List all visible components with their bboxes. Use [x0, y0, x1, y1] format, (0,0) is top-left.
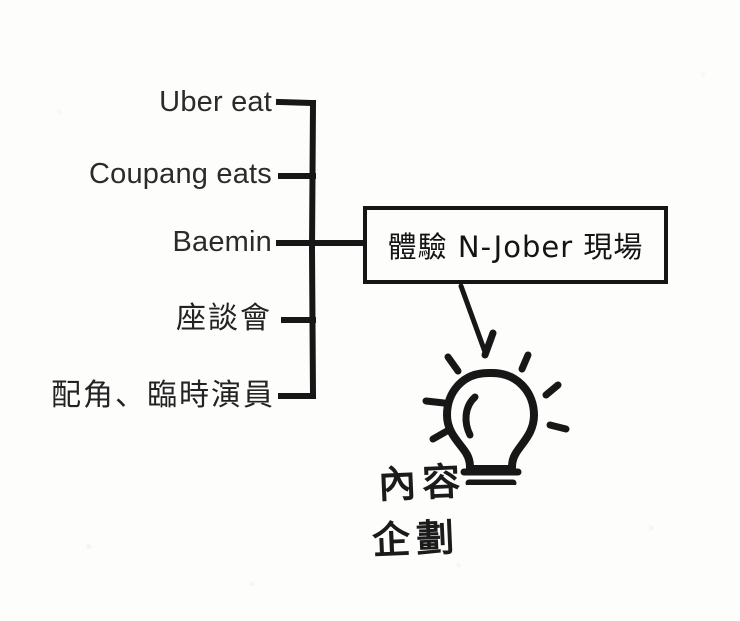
branch-label-baemin: Baemin	[172, 226, 272, 258]
branch-label-uber-eat: Uber eat	[159, 86, 272, 118]
leader-line-to-bulb	[458, 283, 488, 355]
idea-caption-line1: 內容	[377, 459, 468, 507]
branch-label-symposium: 座談會	[176, 301, 272, 336]
callout-box: 體驗 N-Jober 現場	[363, 206, 668, 284]
branch-label-coupang-eats: Coupang eats	[89, 158, 272, 190]
idea-caption-line2: 企劃	[371, 515, 462, 563]
lightbulb-icon	[422, 329, 570, 485]
callout-box-text: 體驗 N-Jober 現場	[387, 230, 644, 264]
branch-label-supporting-actors: 配角、臨時演員	[51, 378, 275, 413]
